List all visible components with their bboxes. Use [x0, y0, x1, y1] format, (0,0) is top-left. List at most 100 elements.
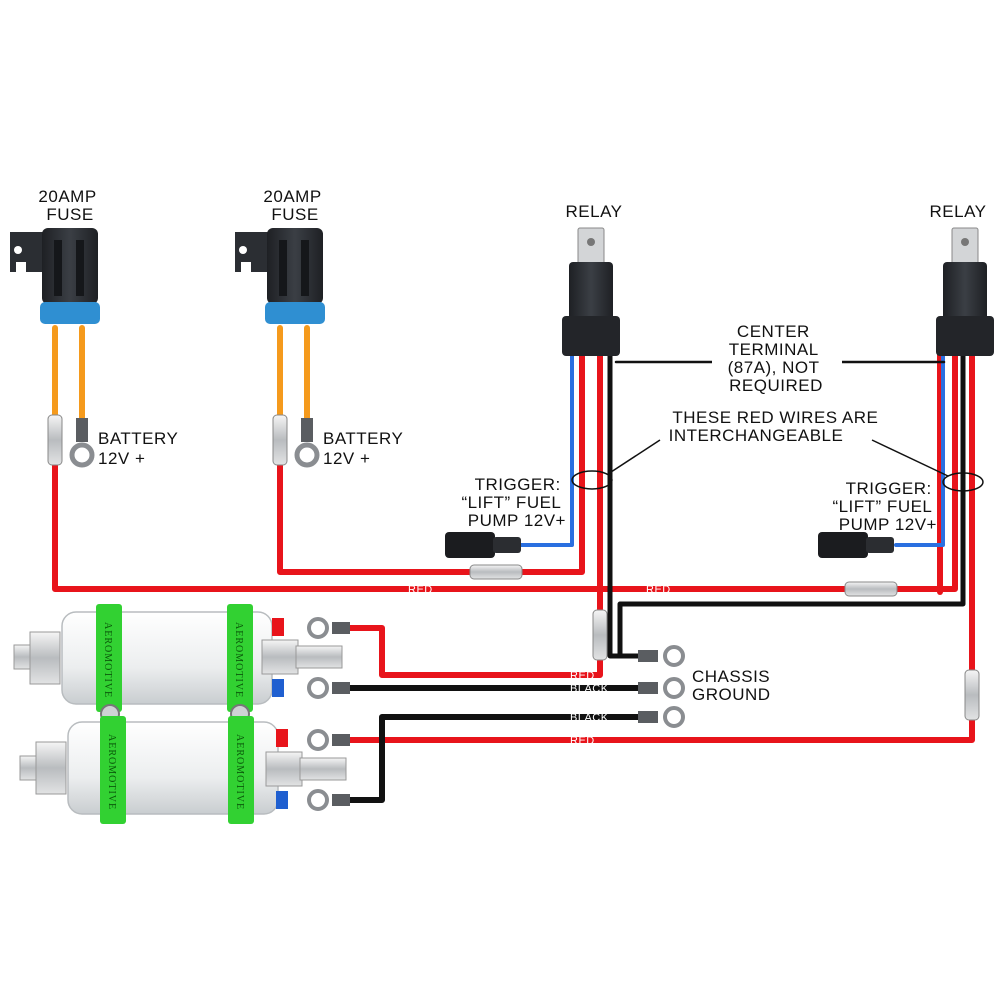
trigger-1-label-line-1: TRIGGER:: [475, 475, 561, 494]
pump-2-brand-left: AEROMOTIVE: [106, 734, 117, 810]
relay-1-body: [569, 262, 613, 322]
trigger-2-label-line-1: TRIGGER:: [846, 479, 932, 498]
wire-tag-red-pump2: RED: [570, 735, 595, 747]
butt-connector-fuse2: [272, 414, 288, 466]
butt-connector-pump2-red: [964, 669, 980, 721]
center-terminal-note-line-3: (87A), NOT: [728, 358, 820, 377]
fuse-holder-2-cap: [265, 302, 325, 324]
trigger-2-label-line-2: “LIFT” FUEL: [832, 497, 931, 516]
callout-leader-1: [607, 439, 661, 475]
pump-2-inlet-fitting: [35, 741, 67, 795]
interchangeable-note-line-2: INTERCHANGEABLE: [669, 426, 844, 445]
ground-2-ring-terminal: [663, 677, 685, 699]
butt-connector-relay1-feed: [469, 564, 523, 580]
fuse-holder-2-bracket: [235, 232, 275, 272]
pump-1-brand-right: AEROMOTIVE: [233, 622, 244, 698]
blue-wire-trigger-2: [894, 353, 945, 547]
pump-2-negative-ring: [307, 789, 329, 811]
trigger-2-connector: [818, 532, 868, 558]
pump-1-inlet-fitting: [29, 631, 61, 685]
callout-ellipse-2: [942, 472, 984, 492]
fuse-holder-1-mount-hole: [14, 246, 22, 254]
pump-1-inlet-nipple: [13, 644, 33, 670]
trigger-1-connector-nose: [493, 537, 521, 553]
battery-1-crimp: [76, 418, 88, 442]
relay-2-body: [943, 262, 987, 322]
pump-1-outlet-nipple: [295, 645, 343, 669]
pump-2-brand-right: AEROMOTIVE: [234, 734, 245, 810]
relay-2-base: [936, 316, 994, 356]
center-terminal-note-line-2: TERMINAL: [729, 340, 818, 359]
ground-terminals: [638, 645, 685, 728]
labels: 20AMP FUSE 20AMP FUSE RELAY RELAY BATTER…: [38, 187, 986, 704]
pump-2-band-right: [228, 716, 254, 824]
wire-tag-red-main-right: RED: [646, 584, 671, 596]
pump-1-band-right: [227, 604, 253, 712]
relay-2-label: RELAY: [930, 202, 987, 221]
trigger-2-connector-nose: [866, 537, 894, 553]
pump-1-negative-ring: [307, 677, 329, 699]
trigger-2-label: TRIGGER: “LIFT” FUEL PUMP 12V+: [832, 479, 937, 534]
interchangeable-note-line-1: THESE RED WIRES ARE: [672, 408, 878, 427]
relay-2: [936, 227, 994, 356]
trigger-1-label-line-2: “LIFT” FUEL: [461, 493, 560, 512]
pump-1-negative-crimp: [332, 682, 350, 694]
black-wire-relay1-ground: [607, 352, 648, 659]
ground-1-ring-terminal: [663, 645, 685, 667]
pump-1-outlet-fitting: [261, 639, 299, 675]
pump-2-positive-crimp: [332, 734, 350, 746]
battery-terminals: [69, 418, 320, 468]
black-wire-relay2-ground: [617, 352, 966, 659]
fuse-2-label-line-2: FUSE: [271, 205, 318, 224]
ground-3-ring-terminal: [663, 706, 685, 728]
fuse-holder-2-rib: [279, 240, 287, 296]
fuse-2-label: 20AMP FUSE: [263, 187, 326, 224]
ground-3-crimp: [638, 711, 658, 723]
wire-tag-black-pump1: BLACK: [570, 683, 609, 695]
ground-1-crimp: [638, 650, 658, 662]
fuel-pump-2: AEROMOTIVE AEROMOTIVE: [19, 716, 350, 824]
chassis-ground-label-line-2: GROUND: [692, 685, 771, 704]
center-terminal-note-line-1: CENTER: [737, 322, 810, 341]
wire-tag-red-pump1: RED: [570, 670, 595, 682]
pump-2-band-left: [100, 716, 126, 824]
trigger-1-label-line-3: PUMP 12V+: [468, 511, 566, 530]
battery-1-ring-terminal: [69, 442, 95, 468]
butt-connector-pump1-red: [592, 609, 608, 661]
pump-1-brand-left: AEROMOTIVE: [102, 622, 113, 698]
butt-connector-fuse1: [47, 414, 63, 466]
black-wire-pump2-ground: [342, 714, 648, 803]
fuse-holder-1-rib: [54, 240, 62, 296]
red-wire-main: [52, 352, 958, 592]
fuse-holder-2: [235, 228, 325, 324]
fuse-holder-1-bracket: [10, 232, 50, 272]
fuse-holder-1-rib-2: [76, 240, 84, 296]
wire-tag-black-pump2: BLACK: [570, 712, 609, 724]
trigger-1-connector: [445, 532, 495, 558]
trigger-2-label-line-3: PUMP 12V+: [839, 515, 937, 534]
red-wire-relay2-pump2-b: [342, 352, 975, 743]
center-terminal-note-line-4: REQUIRED: [729, 376, 823, 395]
battery-2-label-line-1: BATTERY: [323, 429, 403, 448]
fuse-1-label: 20AMP FUSE: [38, 187, 101, 224]
pump-2-positive-ring: [307, 729, 329, 751]
trigger-connectors: [445, 532, 894, 558]
pump-2-outlet-nipple: [299, 757, 347, 781]
fuse-2-label-line-1: 20AMP: [263, 187, 321, 206]
red-wire-relay1-pump1: [342, 352, 603, 678]
butt-connectors: [47, 414, 980, 721]
chassis-ground-label-line-1: CHASSIS: [692, 667, 770, 686]
pump-2-negative-terminal: [276, 791, 288, 809]
fuse-holder-2-body: [267, 228, 323, 304]
battery-2-crimp: [301, 418, 313, 442]
fuse-1-label-line-2: FUSE: [46, 205, 93, 224]
fuse-holder-1: [10, 228, 100, 324]
fuse-1-label-line-1: 20AMP: [38, 187, 96, 206]
fuel-pump-1: AEROMOTIVE AEROMOTIVE: [13, 604, 350, 712]
wire-tag-red-main-left: RED: [408, 584, 433, 596]
relay-2-tab-hole: [961, 238, 969, 246]
butt-connector-relay2-feed: [844, 581, 898, 597]
center-terminal-note-text: CENTER TERMINAL (87A), NOT REQUIRED: [728, 322, 825, 395]
battery-1-label: BATTERY 12V +: [98, 429, 183, 468]
